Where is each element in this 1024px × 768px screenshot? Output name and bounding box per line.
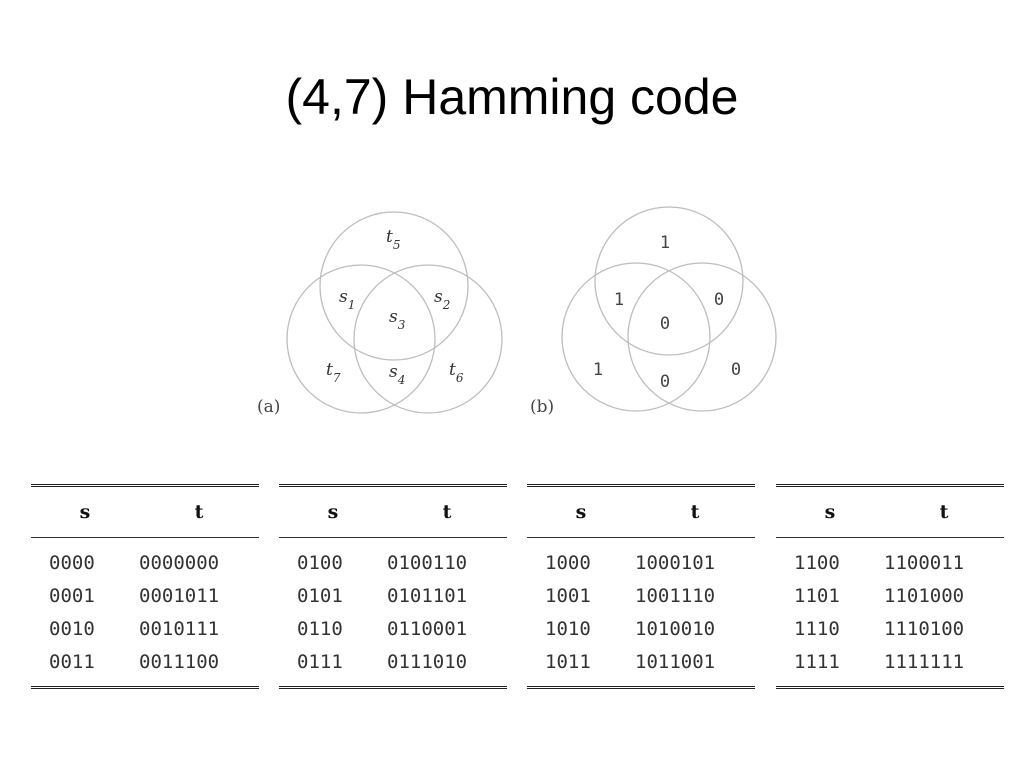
transmitted-word: 1100011 [884, 551, 965, 574]
venn-diagrams: t5 s1 s2 s3 t7 s4 t6 1 1 0 0 1 0 0 [286, 206, 777, 414]
slide-title: (4,7) Hamming code [285, 69, 739, 125]
source-word: 1100 [794, 551, 840, 574]
transmitted-word: 0000000 [139, 551, 220, 574]
table-row: 1000 1000101 [527, 538, 755, 580]
header-t: t [387, 485, 507, 538]
venn-a-top-circle [319, 211, 469, 361]
header-s: s [527, 485, 635, 538]
transmitted-word: 0100110 [387, 551, 468, 574]
source-word: 0101 [297, 584, 343, 607]
venn-a-left-circle [286, 264, 436, 414]
transmitted-word: 1111111 [884, 650, 965, 673]
source-word: 0010 [49, 617, 95, 640]
transmitted-word: 0010111 [139, 617, 220, 640]
table-row: 1101 1101000 [776, 579, 1004, 612]
source-word: 1101 [794, 584, 840, 607]
source-word: 1000 [545, 551, 591, 574]
venn-a-s1: s1 [339, 287, 355, 312]
transmitted-word: 1010010 [635, 617, 716, 640]
header-t: t [635, 485, 755, 538]
venn-a [286, 211, 503, 414]
source-word: 1001 [545, 584, 591, 607]
venn-b-top-circle [594, 206, 744, 356]
venn-b-right-overlap-value: 0 [714, 290, 724, 310]
source-word: 0100 [297, 551, 343, 574]
transmitted-word: 0001011 [139, 584, 220, 607]
transmitted-word: 1110100 [884, 617, 965, 640]
table-row: 1110 1110100 [776, 612, 1004, 645]
venn-a-label: (a) [257, 397, 281, 417]
venn-a-s3: s3 [389, 307, 406, 332]
source-word: 0110 [297, 617, 343, 640]
source-word: 1111 [794, 650, 840, 673]
table-row: 0111 0111010 [279, 645, 507, 688]
venn-b-bottom-value: 0 [660, 372, 670, 392]
venn-a-right-circle [353, 264, 503, 414]
source-word: 1010 [545, 617, 591, 640]
venn-b-right-value: 0 [731, 360, 741, 380]
table-row: 1001 1001110 [527, 579, 755, 612]
venn-b-left-value: 1 [593, 360, 603, 380]
table-header-row: s t [776, 485, 1004, 538]
source-word: 0000 [49, 551, 95, 574]
table-row: 0011 0011100 [31, 645, 259, 688]
source-word: 0111 [297, 650, 343, 673]
table-row: 1011 1011001 [527, 645, 755, 688]
venn-b-center-value: 0 [660, 314, 670, 334]
table-row: 1010 1010010 [527, 612, 755, 645]
venn-a-s2: s2 [434, 287, 450, 312]
header-t: t [139, 485, 259, 538]
table-row: 0001 0001011 [31, 579, 259, 612]
header-s: s [279, 485, 387, 538]
header-s: s [31, 485, 139, 538]
venn-a-t6: t6 [449, 360, 464, 385]
venn-b-right-circle [627, 262, 777, 412]
table-header-row: s t [527, 485, 755, 538]
transmitted-word: 1000101 [635, 551, 716, 574]
transmitted-word: 1011001 [635, 650, 716, 673]
source-word: 1110 [794, 617, 840, 640]
table-row: 0100 0100110 [279, 538, 507, 580]
venn-b-left-overlap-value: 1 [614, 290, 624, 310]
source-word: 0001 [49, 584, 95, 607]
venn-a-t5: t5 [386, 227, 400, 252]
table-row: 1100 1100011 [776, 538, 1004, 580]
venn-a-s4: s4 [389, 362, 405, 387]
venn-b [561, 206, 777, 412]
header-t: t [884, 485, 1004, 538]
venn-a-t7: t7 [326, 360, 341, 385]
table-row: 0110 0110001 [279, 612, 507, 645]
venn-b-left-circle [561, 262, 711, 412]
transmitted-word: 1001110 [635, 584, 716, 607]
venn-b-label: (b) [530, 397, 555, 417]
source-word: 1011 [545, 650, 591, 673]
table-header-row: s t [31, 485, 259, 538]
header-s: s [776, 485, 884, 538]
source-word: 0011 [49, 650, 95, 673]
transmitted-word: 0110001 [387, 617, 468, 640]
transmitted-word: 1101000 [884, 584, 965, 607]
transmitted-word: 0101101 [387, 584, 468, 607]
table-row: 0101 0101101 [279, 579, 507, 612]
transmitted-word: 0111010 [387, 650, 468, 673]
table-row: 0010 0010111 [31, 612, 259, 645]
transmitted-word: 0011100 [139, 650, 220, 673]
table-header-row: s t [279, 485, 507, 538]
venn-b-top-value: 1 [660, 233, 670, 253]
